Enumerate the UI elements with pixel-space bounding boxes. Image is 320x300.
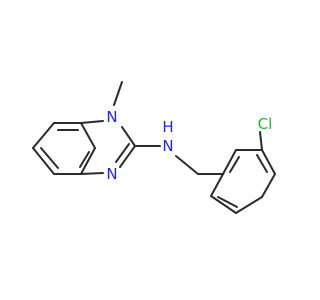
atom-label-h: H xyxy=(162,118,173,136)
chlorobenzene-ring xyxy=(210,149,276,214)
atom-label-cl: Cl xyxy=(258,115,273,133)
bond xyxy=(222,149,237,175)
benzene-ring-left xyxy=(32,122,96,175)
double-bond-inner xyxy=(229,156,240,173)
bond xyxy=(175,155,199,175)
bond xyxy=(32,122,55,149)
bond xyxy=(261,173,276,198)
bond xyxy=(235,196,263,214)
atom-label-n-methyl: N xyxy=(106,108,117,126)
bond xyxy=(80,172,104,175)
bond xyxy=(210,173,224,197)
chloro-bond xyxy=(259,131,263,151)
bond xyxy=(261,149,276,175)
double-bond-inner xyxy=(256,154,268,173)
bond xyxy=(32,147,55,175)
bond xyxy=(80,147,96,175)
atom-label-n-amine: N xyxy=(162,137,173,155)
double-bond-inner xyxy=(115,143,130,163)
bond xyxy=(121,126,136,147)
bond xyxy=(80,122,96,149)
molecule-structure: N N N H Cl xyxy=(32,81,276,214)
imidazole-ring xyxy=(80,120,136,175)
double-bond-inner xyxy=(79,151,90,168)
double-bond-inner xyxy=(40,147,59,169)
bond xyxy=(119,145,136,168)
methyl-bond xyxy=(113,81,123,106)
atom-label-n-imine: N xyxy=(106,165,117,183)
bond xyxy=(210,195,237,214)
double-bond-inner xyxy=(217,196,238,208)
bond xyxy=(80,120,104,124)
